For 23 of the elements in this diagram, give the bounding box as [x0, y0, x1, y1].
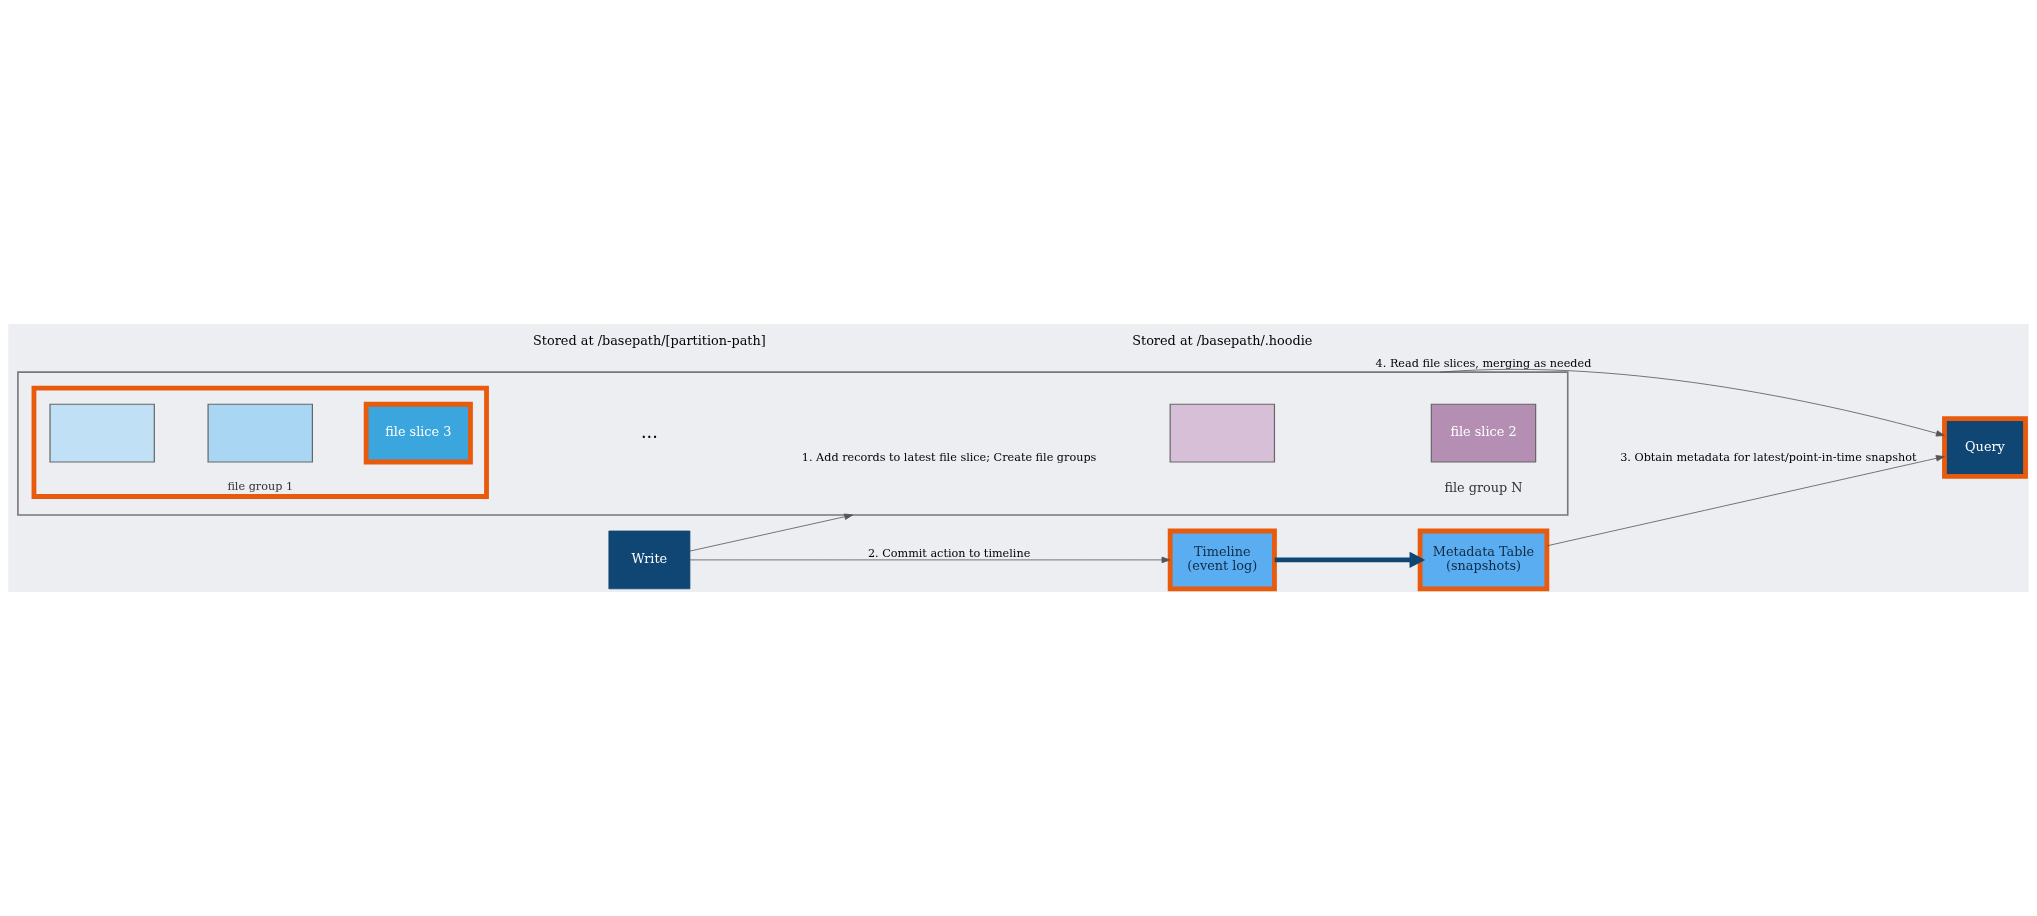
node-box: file slice 2: [1430, 403, 1537, 463]
edge-label: 4. Read file slices, merging as needed: [1375, 356, 1592, 370]
label: Stored at /basepath/.hoodie: [1132, 332, 1313, 348]
label: Stored at /basepath/[partition-path]: [533, 332, 766, 348]
label: ...: [640, 421, 658, 442]
node-box: file slice 3: [363, 401, 473, 465]
node-label: file group N: [1444, 479, 1523, 495]
arrow: [689, 513, 854, 552]
edge-label: 2. Commit action to timeline: [867, 546, 1031, 560]
cluster: [17, 371, 1569, 516]
node-box: Timeline (event log): [1167, 528, 1277, 592]
node-box: Query: [1942, 416, 2028, 479]
arrow: [1274, 551, 1426, 569]
node-box: [207, 403, 313, 463]
arrow: [1546, 455, 1945, 547]
edge-label: 3. Obtain metadata for latest/point-in-time snapshot: [1620, 451, 1917, 465]
arrow: [1439, 369, 1945, 437]
node-box: [49, 403, 155, 463]
node-box: Metadata Table (snapshots): [1417, 528, 1550, 592]
node-box: [1169, 403, 1276, 463]
arrow: [689, 556, 1171, 564]
edge-label: 1. Add records to latest file slice; Create file groups: [801, 451, 1097, 465]
node-box: Write: [608, 530, 691, 590]
